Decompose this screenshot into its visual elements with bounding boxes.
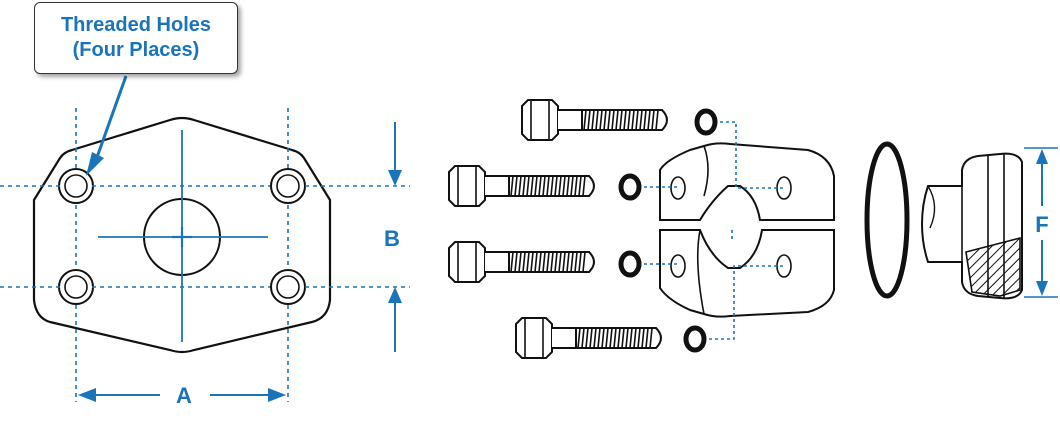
bolt-top <box>521 99 668 141</box>
bolt-upper <box>448 165 595 207</box>
callout-line-2: (Four Places) <box>72 39 200 61</box>
exploded-assembly: F <box>448 99 1058 359</box>
dimension-f: F <box>1024 147 1058 298</box>
dimension-f-label: F <box>1035 212 1048 237</box>
callout-leader <box>86 75 128 176</box>
dimension-b-label: B <box>384 226 400 251</box>
callout-line-1: Threaded Holes <box>60 14 212 36</box>
threaded-hole-top-right <box>270 168 306 204</box>
bolt-lower <box>448 241 595 283</box>
threaded-hole-bottom-right <box>270 269 306 305</box>
flange-face-view: A B <box>0 75 410 408</box>
threaded-holes-callout: Threaded Holes (Four Places) <box>34 2 238 74</box>
split-flange-upper-half <box>659 142 835 221</box>
flanged-head <box>920 152 1023 300</box>
threaded-hole-bottom-left <box>58 269 94 305</box>
split-flange-lower-half <box>659 229 835 318</box>
lock-washer-top <box>694 108 718 136</box>
threaded-hole-top-left <box>58 168 94 204</box>
bolt-bottom <box>515 317 662 359</box>
lock-washer-upper <box>618 173 642 201</box>
lock-washer-lower <box>618 250 642 278</box>
dimension-a-label: A <box>176 383 192 408</box>
dimension-b: B <box>384 122 402 352</box>
o-ring <box>864 141 910 299</box>
dimension-a: A <box>78 383 286 408</box>
lock-washer-bottom <box>683 325 707 353</box>
